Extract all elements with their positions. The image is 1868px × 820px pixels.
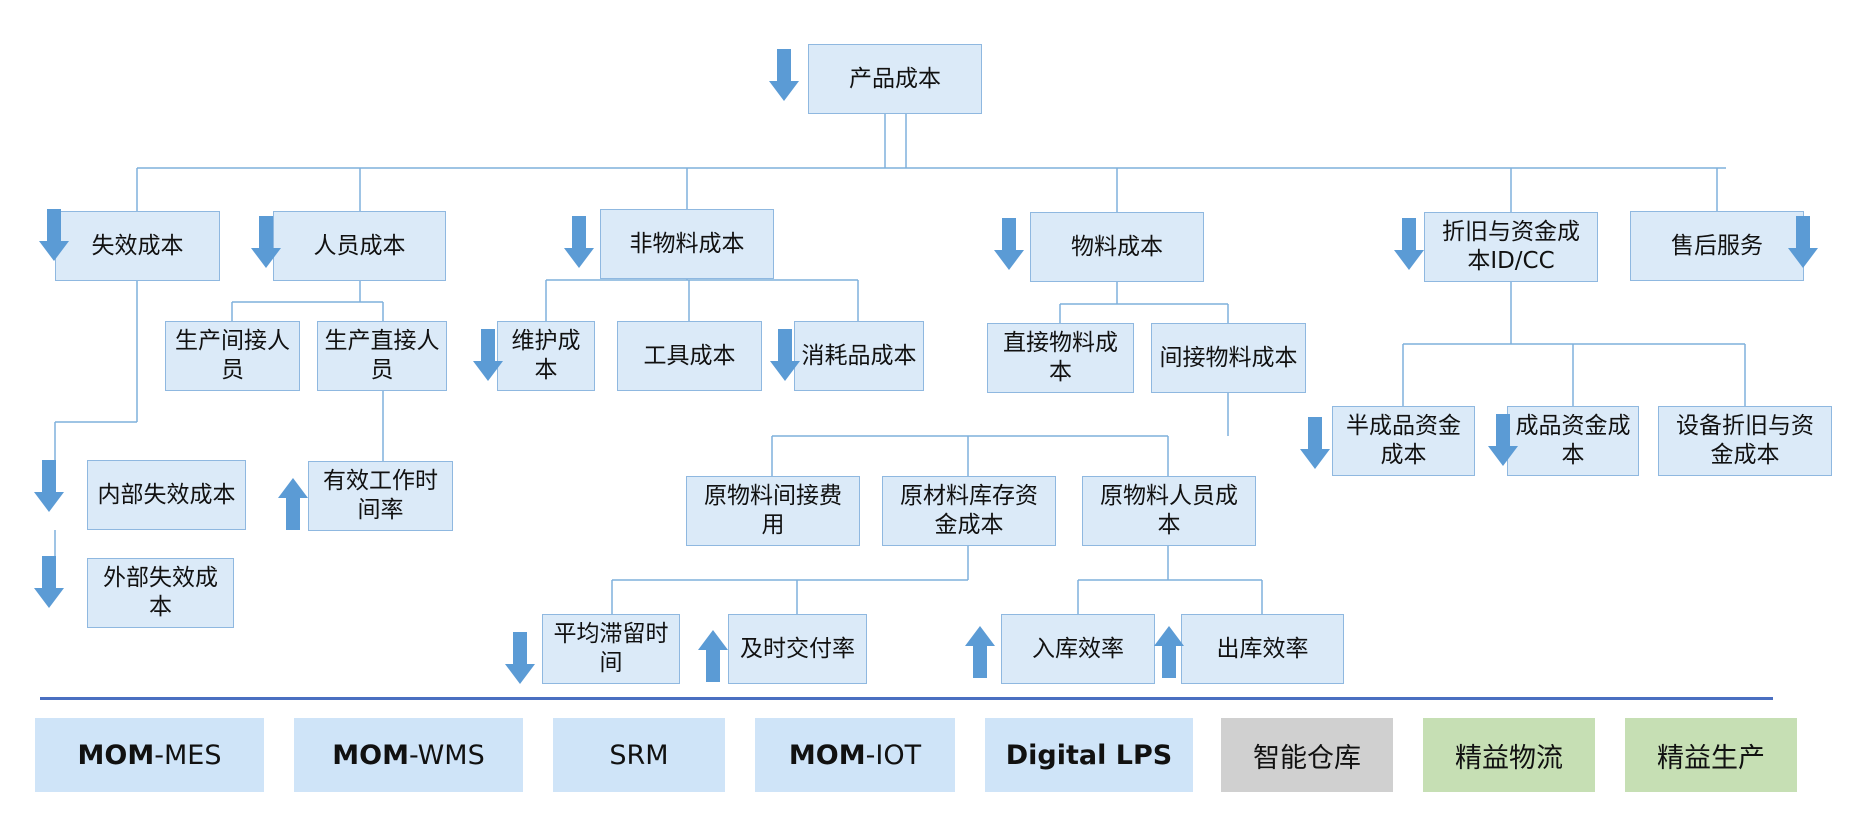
down-arrow-shape <box>1488 414 1518 466</box>
down-arrow-shape <box>770 329 800 381</box>
down-arrow-shape <box>473 329 503 381</box>
down-arrow-shape <box>251 216 281 268</box>
node-tooling-cost: 工具成本 <box>617 321 762 391</box>
node-non-material-cost: 非物料成本 <box>600 209 774 279</box>
node-personnel-cost: 人员成本 <box>273 211 446 281</box>
material-cost-down-arrow-icon <box>994 218 1024 270</box>
node-indirect-material-cost: 间接物料成本 <box>1151 323 1306 393</box>
node-indirect-production-staff: 生产间接人员 <box>165 321 300 391</box>
node-semi-finished-capital-cost: 半成品资金成本 <box>1332 406 1475 476</box>
system-mom-iot-bold: MOM <box>788 739 866 771</box>
maintenance-cost-down-arrow-icon <box>473 329 503 381</box>
node-failure-cost: 失效成本 <box>55 211 220 281</box>
outbound-efficiency-up-arrow-icon <box>1154 626 1184 678</box>
section-divider <box>40 697 1773 700</box>
node-depreciation-capital-cost: 折旧与资金成本ID/CC <box>1424 212 1598 282</box>
node-direct-production-staff: 生产直接人员 <box>317 321 447 391</box>
system-mom-wms: MOM-WMS <box>294 718 523 792</box>
product-cost-down-arrow-icon <box>769 49 799 101</box>
node-maintenance-cost: 维护成本 <box>497 321 595 391</box>
system-digital-lps-bold: Digital LPS <box>1005 739 1173 771</box>
system-smart-warehouse: 智能仓库 <box>1221 718 1393 792</box>
finished-goods-capital-cost-down-arrow-icon <box>1488 414 1518 466</box>
semi-finished-capital-cost-down-arrow-icon <box>1300 417 1330 469</box>
depreciation-capital-cost-down-arrow-icon <box>1394 218 1424 270</box>
node-consumables-cost: 消耗品成本 <box>794 321 924 391</box>
system-lean-logistics: 精益物流 <box>1423 718 1595 792</box>
personnel-cost-down-arrow-icon <box>251 216 281 268</box>
average-dwell-time-down-arrow-icon <box>505 632 535 684</box>
down-arrow-shape <box>1394 218 1424 270</box>
node-direct-material-cost: 直接物料成本 <box>987 323 1134 393</box>
system-srm-text: SRM <box>609 739 669 771</box>
node-finished-goods-capital-cost: 成品资金成本 <box>1507 406 1639 476</box>
node-equipment-depreciation-capital-cost: 设备折旧与资金成本 <box>1658 406 1832 476</box>
system-mom-wms-text: -WMS <box>408 739 485 771</box>
system-srm: SRM <box>553 718 725 792</box>
node-product-cost: 产品成本 <box>808 44 982 114</box>
up-arrow-shape <box>965 626 995 678</box>
up-arrow-shape <box>698 630 728 682</box>
node-raw-material-personnel-cost: 原物料人员成本 <box>1082 476 1256 546</box>
system-lean-logistics-text: 精益物流 <box>1455 742 1563 774</box>
down-arrow-shape <box>1300 417 1330 469</box>
down-arrow-shape <box>34 460 64 512</box>
node-effective-work-time-rate: 有效工作时间率 <box>308 461 453 531</box>
system-digital-lps: Digital LPS <box>985 718 1193 792</box>
down-arrow-shape <box>39 209 69 261</box>
down-arrow-shape <box>1788 216 1818 268</box>
system-mom-iot: MOM-IOT <box>755 718 955 792</box>
system-mom-iot-text: -IOT <box>865 739 922 771</box>
down-arrow-shape <box>34 556 64 608</box>
node-outbound-efficiency: 出库效率 <box>1181 614 1344 684</box>
on-time-delivery-rate-up-arrow-icon <box>698 630 728 682</box>
system-smart-warehouse-text: 智能仓库 <box>1253 742 1361 774</box>
node-inbound-efficiency: 入库效率 <box>1001 614 1155 684</box>
node-after-sales-service: 售后服务 <box>1630 211 1804 281</box>
node-raw-material-indirect-expense: 原物料间接费用 <box>686 476 860 546</box>
system-mom-mes: MOM-MES <box>35 718 264 792</box>
down-arrow-shape <box>769 49 799 101</box>
down-arrow-shape <box>564 216 594 268</box>
external-failure-cost-down-arrow-icon <box>34 556 64 608</box>
failure-cost-down-arrow-icon <box>39 209 69 261</box>
system-lean-production-text: 精益生产 <box>1657 742 1765 774</box>
system-mom-wms-bold: MOM <box>332 739 409 771</box>
node-average-dwell-time: 平均滞留时间 <box>542 614 680 684</box>
down-arrow-shape <box>505 632 535 684</box>
down-arrow-shape <box>994 218 1024 270</box>
node-internal-failure-cost: 内部失效成本 <box>87 460 246 530</box>
consumables-cost-down-arrow-icon <box>770 329 800 381</box>
system-lean-production: 精益生产 <box>1625 718 1797 792</box>
node-on-time-delivery-rate: 及时交付率 <box>728 614 867 684</box>
effective-work-time-rate-up-arrow-icon <box>278 478 308 530</box>
system-mom-mes-text: -MES <box>154 739 222 771</box>
non-material-cost-down-arrow-icon <box>564 216 594 268</box>
up-arrow-shape <box>1154 626 1184 678</box>
node-raw-material-inventory-capital-cost: 原材料库存资金成本 <box>882 476 1056 546</box>
internal-failure-cost-down-arrow-icon <box>34 460 64 512</box>
node-external-failure-cost: 外部失效成本 <box>87 558 234 628</box>
inbound-efficiency-up-arrow-icon <box>965 626 995 678</box>
system-mom-mes-bold: MOM <box>77 739 155 771</box>
node-material-cost: 物料成本 <box>1030 212 1204 282</box>
after-sales-service-down-arrow-icon <box>1788 216 1818 268</box>
up-arrow-shape <box>278 478 308 530</box>
